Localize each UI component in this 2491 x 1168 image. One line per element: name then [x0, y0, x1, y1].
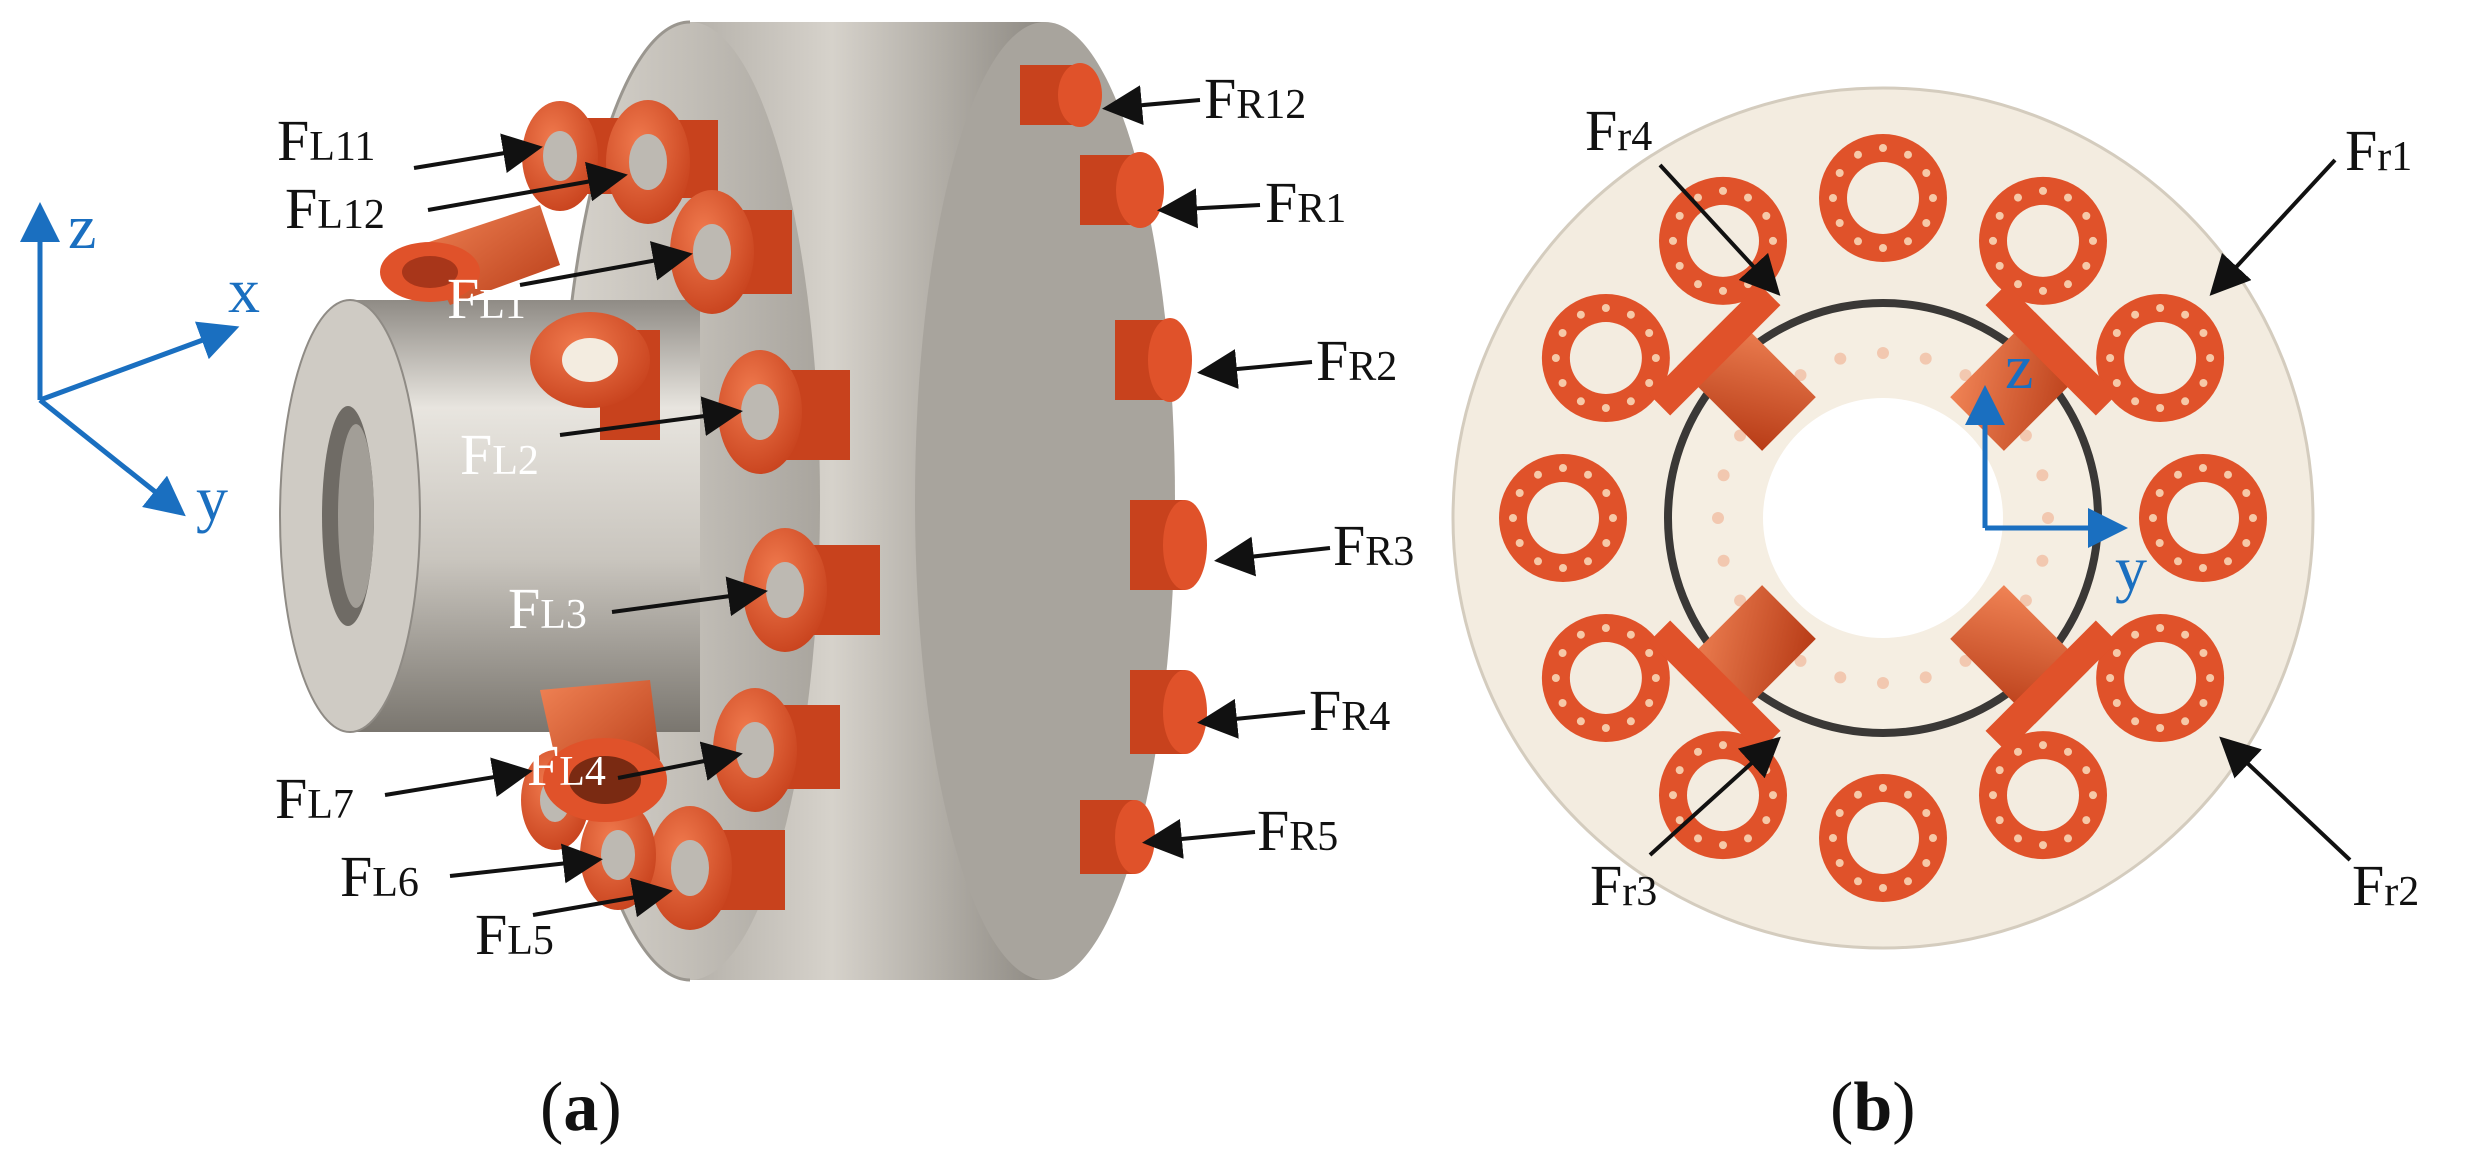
pipe-fr3: [1648, 283, 1816, 451]
label-fl1: FL1: [447, 266, 526, 331]
label-fl2: FL2: [460, 422, 539, 487]
bolt-fr4: [1130, 670, 1207, 754]
hub-dot: [1734, 429, 1747, 442]
hub-dot: [1834, 352, 1847, 365]
label-fl6: FL6: [340, 844, 419, 909]
center-bore: [1763, 398, 2003, 638]
label-fl3: FL3: [508, 576, 587, 641]
hub-dot: [1959, 654, 1972, 667]
arrows-a: [384, 85, 1331, 918]
hub-dot: [1794, 654, 1807, 667]
axis-z-label-b: z: [2005, 331, 2033, 402]
axis-x-label: x: [228, 255, 260, 326]
label-fr1: FR1: [1265, 170, 1346, 235]
axis-y-label: y: [196, 463, 228, 534]
hub-dot: [1919, 671, 1932, 684]
hub-dot: [1717, 554, 1730, 567]
bolt-fr5: [1080, 800, 1155, 874]
label-fr5: FR5: [1257, 798, 1338, 863]
bolt-ring: [1819, 134, 1947, 262]
bolt-ring: [1979, 731, 2107, 860]
hub-dot: [1834, 671, 1847, 684]
pipe-fr4: [1648, 585, 1816, 753]
label-fl7: FL7: [275, 766, 354, 831]
bolt-fr12: [1020, 63, 1102, 127]
axis-z-label: z: [68, 191, 96, 262]
bolt-ring: [1541, 294, 1670, 422]
label-fr4: FR4: [1309, 678, 1390, 743]
arrows-b: [1648, 158, 2352, 862]
hub-dot: [1877, 677, 1889, 689]
bolt-ring: [1659, 176, 1787, 305]
label-fr12: FR12: [1204, 66, 1306, 131]
axis-y-label-b: y: [2115, 533, 2147, 604]
bolt-fl2: [718, 350, 850, 474]
hub-dot: [2019, 594, 2032, 607]
panel-a: z x y: [19, 20, 1414, 1146]
label-fl4: FL4: [527, 733, 606, 798]
label-fl12: FL12: [285, 176, 385, 241]
bolt-ring: [1541, 614, 1670, 742]
hub-dot: [1919, 352, 1932, 365]
bolt-ring: [2096, 614, 2225, 742]
hub-dot: [1959, 369, 1972, 382]
hub-dot: [1712, 512, 1724, 524]
label-fr3-b: Fr3: [1590, 853, 1657, 918]
bolt-fr3: [1130, 500, 1207, 590]
caption-b: (b): [1830, 1069, 1916, 1146]
bolt-ring: [2096, 294, 2225, 422]
hub-dot: [1877, 347, 1889, 359]
hub-dot: [2019, 429, 2032, 442]
labels-a: FL11 FL12 FL1 FL2 FL3 FL4 FL7 FL6 FL5 FR…: [275, 66, 1414, 967]
pipe-lower: [540, 680, 667, 822]
bolt-fr2: [1115, 318, 1192, 402]
axes-triad-b: z y: [1965, 331, 2147, 604]
bolt-ring: [1979, 176, 2107, 305]
label-fl11: FL11: [277, 108, 375, 173]
label-fr2-b: Fr2: [2352, 853, 2419, 918]
hub-dot: [1717, 469, 1730, 482]
bolt-ring: [1819, 774, 1947, 902]
label-fr2: FR2: [1316, 328, 1397, 393]
caption-a: (a): [540, 1069, 622, 1146]
pipe-fr1: [1950, 585, 2118, 753]
left-bolts: [380, 100, 880, 930]
bolt-fr1: [1080, 152, 1164, 228]
bolt-fl4: [713, 688, 840, 812]
label-fl5: FL5: [475, 902, 554, 967]
hub-dot: [1794, 369, 1807, 382]
bolt-ring: [2139, 454, 2267, 582]
pipe-upper: [380, 205, 560, 305]
hub-dot: [1734, 594, 1747, 607]
labels-b: Fr4 Fr1 Fr3 Fr2: [1585, 98, 2419, 918]
bolt-fl3: [743, 528, 880, 652]
axes-triad-a: z x y: [19, 191, 260, 534]
hub-dot: [2042, 512, 2054, 524]
bolt-ring: [1499, 454, 1627, 582]
bolt-fl1: [670, 190, 792, 314]
label-fr4-b: Fr4: [1585, 98, 1652, 163]
panel-b: z y Fr4 Fr1 Fr3 Fr2 (b): [1451, 86, 2419, 1146]
label-fr1-b: Fr1: [2345, 118, 2412, 183]
hub-dot: [2036, 469, 2049, 482]
hub-dot: [2036, 554, 2049, 567]
label-fr3: FR3: [1333, 513, 1414, 578]
